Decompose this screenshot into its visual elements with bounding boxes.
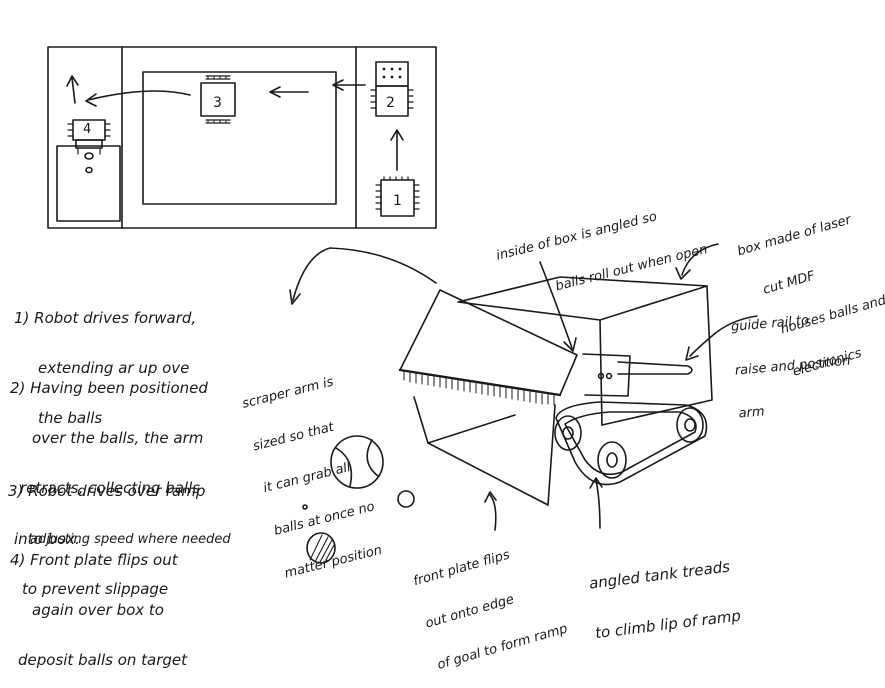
note-scraper-arm-line-2: sized so that (251, 419, 336, 455)
step-3-line-2: adjusting speed where needed (30, 531, 231, 547)
arrow-4-up (66, 75, 79, 104)
robot-drawing (302, 276, 713, 564)
arrow-box-angled (539, 261, 577, 352)
goal-box (56, 145, 121, 222)
guide-rail (617, 361, 693, 375)
robot-4-label: 4 (83, 122, 91, 137)
hatched-ball (306, 532, 336, 564)
note-tank-treads-line-2: to climb lip of ramp (594, 606, 742, 643)
robot-sketch: 1 2 3 4 (47, 46, 758, 564)
note-scraper-arm-line-4: balls at once no (272, 499, 377, 539)
scraper-bristles (403, 370, 555, 406)
note-guide-rail-line-3: arm (738, 404, 766, 422)
robot-2-label: 2 (386, 95, 395, 111)
step-4-line-3: deposit balls on target (18, 651, 188, 670)
robot-1-label: 1 (393, 193, 402, 209)
small-ball (397, 490, 415, 508)
step-2-line-1: 2) Having been positioned (10, 378, 208, 397)
tennis-ball (330, 435, 384, 489)
step-1-text: 1) Robot drives forward, extending ar up… (14, 276, 196, 444)
note-guide-rail: guide rail to raise and position arm (728, 282, 856, 437)
arrow-box-material (675, 243, 719, 280)
step-2-line-2: over the balls, the arm (32, 428, 204, 447)
arrow-2-to-3 (332, 79, 366, 91)
robot-position-4: 4 (67, 119, 111, 174)
robot-position-3: 3 (200, 75, 236, 124)
arrow-scraper-arm (289, 247, 437, 305)
tread-wheel-back-top (676, 407, 704, 443)
robot-position-1: 1 (375, 176, 420, 217)
step-2-line-3: retracts, collecting balls (20, 479, 201, 498)
tank-tread (554, 401, 708, 486)
note-front-plate-line-3: of goal to form ramp (435, 621, 570, 674)
arrow-3-to-4 (85, 90, 191, 107)
tread-wheel-front (597, 441, 627, 479)
scraper-arm-right (547, 404, 556, 506)
arrow-tank-treads (589, 477, 603, 529)
box-front-face (599, 319, 603, 426)
step-4-text: 4) Front plate flips out again over box … (10, 518, 187, 686)
note-scraper-arm-line-3: it can grab all (261, 460, 353, 497)
step-3-line-3: to prevent slippage (22, 580, 169, 599)
note-guide-rail-line-2: raise and position (734, 353, 852, 379)
step-1-line-2: extending ar up ove (38, 358, 190, 377)
step-1-line-3: the balls (38, 409, 103, 428)
note-guide-rail-line-1: guide rail to (730, 313, 810, 335)
step-3-text: 3) Robot drives over ramp adjusting spee… (8, 449, 231, 615)
tread-wheel-rear (554, 415, 582, 451)
step-2-text: 2) Having been positioned over the balls… (10, 346, 208, 564)
box-right-face (601, 285, 713, 426)
arrow-1-to-2 (390, 129, 404, 171)
field-center-zone (142, 71, 337, 205)
step-2-line-4: into box. (14, 529, 80, 548)
step-1-line-1: 1) Robot drives forward, (14, 308, 197, 327)
arrow-guide-rail (685, 315, 758, 361)
field-outer-border (47, 46, 437, 229)
step-4-line-1: 4) Front plate flips out (10, 550, 178, 569)
robot-3-label: 3 (213, 95, 222, 111)
step-3-line-1: 3) Robot drives over ramp (8, 481, 206, 500)
scraper-brush (398, 368, 562, 397)
arrow-3-left (269, 86, 309, 98)
note-box-material-line-1: box made of laser (735, 212, 853, 260)
arrow-front-plate (484, 491, 497, 531)
note-tank-treads-line-1: angled tank treads (587, 557, 731, 593)
note-scraper-arm-line-1: scraper arm is (240, 374, 336, 412)
note-front-plate-line-1: front plate flips (411, 547, 512, 590)
box-front-window (582, 353, 631, 397)
note-tank-treads: angled tank treads to climb lip of ramp (584, 524, 744, 659)
tiny-ball (302, 504, 308, 510)
robot-position-2: 2 (370, 61, 414, 117)
step-4-line-2: again over box to (32, 600, 164, 619)
scraper-arm-left (413, 396, 429, 444)
field-diagram: 1 2 3 4 (47, 46, 437, 229)
note-front-plate-line-2: out onto edge (423, 591, 516, 632)
